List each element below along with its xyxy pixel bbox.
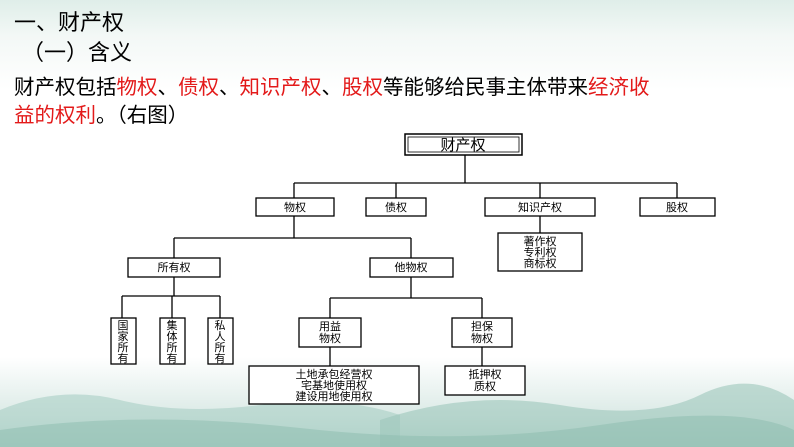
- char: 人: [215, 330, 226, 343]
- connector-lines: [121, 154, 678, 366]
- node-label: 物权: [471, 331, 493, 345]
- node-usufruct: 用益 物权: [298, 317, 362, 348]
- text-segment: 、: [157, 75, 179, 99]
- root-label: 财产权: [440, 136, 485, 154]
- node-collective-ownership: 集 体 所 有: [159, 317, 186, 365]
- node-label: 用益: [319, 319, 341, 333]
- node-label: 抵押权: [469, 367, 502, 381]
- section-subheading: （一）含义: [22, 41, 133, 66]
- node-label: 担保: [471, 319, 493, 333]
- node-tawuquan: 他物权: [369, 257, 454, 278]
- char: 所: [215, 341, 226, 354]
- node-label: 专利权: [524, 245, 557, 259]
- node-security: 担保 物权: [451, 317, 513, 348]
- highlight-segment: 益的权利: [14, 103, 96, 127]
- node-label: 知识产权: [518, 200, 562, 214]
- node-label: 所有权: [158, 260, 191, 274]
- node-ip-types: 著作权 专利权 商标权: [497, 232, 583, 272]
- definition-line-2: 益的权利。（右图）: [14, 102, 188, 128]
- node-zhaiquan: 债权: [365, 197, 427, 217]
- node-label: 质权: [474, 380, 496, 393]
- node-label: 建设用地使用权: [296, 389, 373, 403]
- node-label: 土地承包经营权: [296, 367, 373, 381]
- page-title: 一、财产权: [14, 11, 125, 36]
- char: 所: [167, 341, 178, 354]
- node-label: 股权: [666, 201, 688, 214]
- text-segment: 、: [219, 75, 240, 99]
- node-state-ownership: 国 家 所 有: [110, 317, 137, 365]
- highlight-segment: 知识产权: [239, 75, 322, 99]
- char: 集: [167, 318, 178, 332]
- node-label: 宅基地使用权: [301, 378, 367, 392]
- char: 有: [118, 351, 129, 365]
- node-security-types: 抵押权 质权: [444, 365, 526, 396]
- background-top: [0, 0, 794, 90]
- highlight-segment: 债权: [178, 75, 219, 99]
- node-label: 著作权: [524, 234, 557, 248]
- node-ip: 知识产权: [484, 197, 596, 217]
- definition-line-1: 财产权包括物权、债权、知识产权、股权等能够给民事主体带来经济收: [14, 74, 650, 100]
- node-private-ownership: 私 人 所 有: [207, 317, 234, 365]
- node-label: 债权: [385, 200, 407, 214]
- highlight-segment: 经济收: [588, 75, 650, 99]
- node-label: 物权: [284, 200, 306, 214]
- char: 国: [118, 319, 129, 332]
- text-segment: 、: [321, 75, 343, 99]
- text-segment: 等能够给民事主体带来: [383, 75, 588, 99]
- highlight-segment: 物权: [116, 75, 158, 99]
- char: 体: [167, 329, 178, 343]
- node-guquan: 股权: [639, 197, 716, 217]
- node-wuquan: 物权: [255, 197, 335, 217]
- text-segment: 财产权包括: [14, 75, 117, 99]
- node-label: 他物权: [395, 260, 428, 274]
- node-suoyouquan: 所有权: [127, 257, 221, 278]
- node-label: 商标权: [524, 256, 557, 270]
- node-label: 物权: [319, 331, 341, 345]
- highlight-segment: 股权: [342, 75, 383, 99]
- char: 私: [215, 319, 226, 332]
- char: 所: [118, 341, 129, 354]
- char: 有: [215, 351, 226, 365]
- root-node: 财产权: [404, 133, 523, 156]
- char: 有: [167, 351, 178, 365]
- node-usufruct-types: 土地承包经营权 宅基地使用权 建设用地使用权: [248, 365, 420, 405]
- char: 家: [118, 329, 129, 343]
- text-segment: 。（右图）: [96, 103, 189, 127]
